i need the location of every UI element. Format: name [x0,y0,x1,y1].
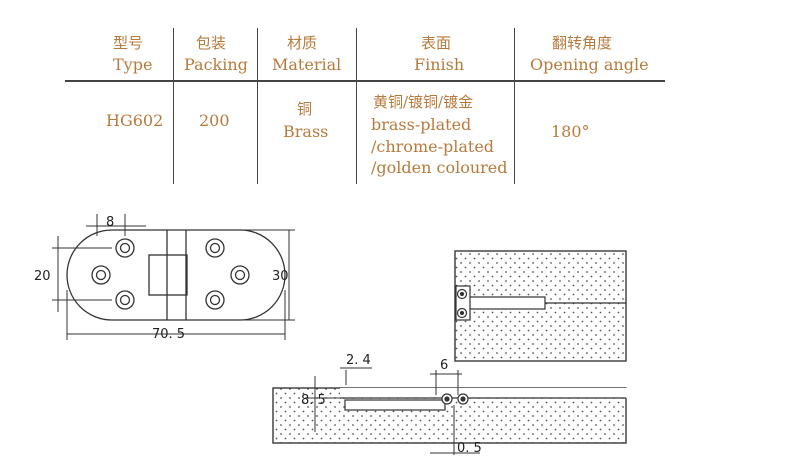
hinge-front-view [52,214,295,340]
dim-width-left: 20 [34,269,51,284]
dim-hole-spacing: 8 [106,215,114,230]
cell-type: HG602 [106,111,164,130]
header-type-zh: 型号 [113,34,144,52]
mounted-edge-view [454,250,627,362]
dim-section-b: 6 [440,358,448,373]
dim-section-a: 2. 4 [346,353,371,368]
header-packing-en: Packing [184,55,248,74]
cell-finish-line: /golden coloured [371,158,508,177]
column-divider [356,28,357,184]
screw-holes-right [205,238,250,310]
cell-material-en: Brass [283,122,329,141]
header-angle-zh: 翻转角度 [552,34,613,52]
dim-section-d: 0. 5 [457,441,482,456]
screw-holes-left [91,238,135,310]
table-header-rule [65,80,665,82]
dim-width-right: 30 [272,269,289,284]
cell-finish-line: /chrome-plated [371,137,495,156]
hinge-knuckle [148,254,188,296]
dim-length: 70. 5 [152,327,185,342]
cell-material-zh: 铜 [297,100,313,118]
column-divider [514,28,515,184]
cell-packing: 200 [199,111,230,130]
section-view [272,367,630,455]
header-type-en: Type [113,55,153,74]
cell-finish-line: 黄铜/镀铜/镀金 [373,93,474,111]
header-material-en: Material [272,55,342,74]
header-finish-zh: 表面 [421,34,452,52]
hinge-outline [66,229,286,321]
header-material-zh: 材质 [287,34,318,52]
cell-opening-angle: 180° [551,122,590,141]
column-divider [257,28,258,184]
header-finish-en: Finish [414,55,465,74]
dim-section-c: 8. 5 [301,393,326,408]
column-divider [173,28,174,184]
header-packing-zh: 包装 [196,34,227,52]
header-angle-en: Opening angle [530,55,649,74]
cell-finish-line: brass-plated [371,115,472,134]
